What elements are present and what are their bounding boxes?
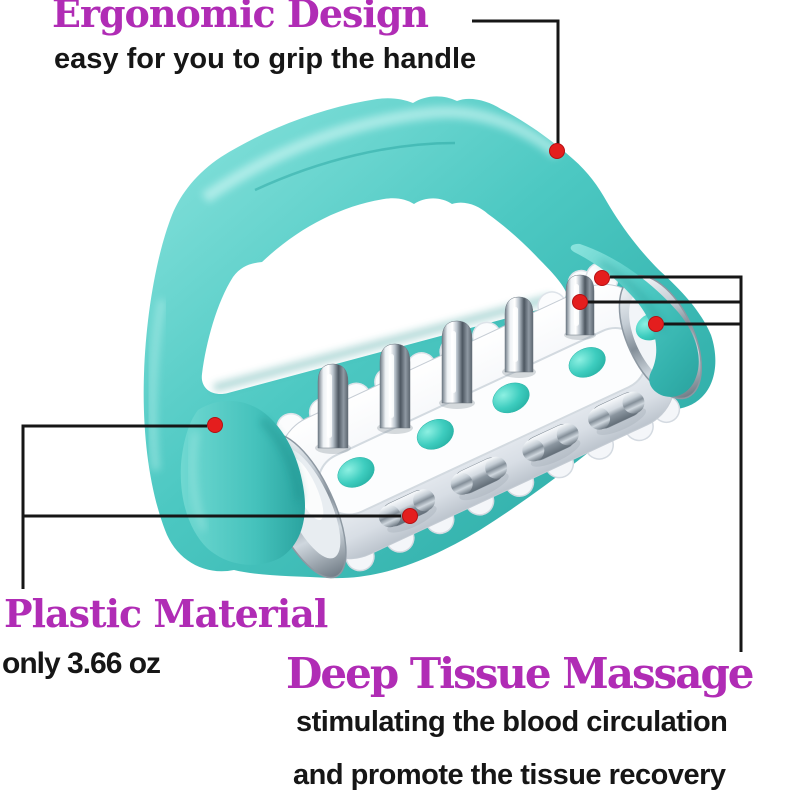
plastic-material-subtitle: only 3.66 oz	[2, 647, 161, 680]
chrome-pin	[377, 343, 413, 434]
plastic-material-title: Plastic Material	[4, 591, 328, 636]
ergonomic-design-title: Ergonomic Design	[52, 0, 429, 36]
callout-dots	[207, 143, 664, 524]
callout-dot-handle-top	[549, 143, 565, 159]
callout-dot-chrome-pin	[572, 294, 588, 310]
callout-dot-teal-end	[648, 316, 664, 332]
callout-lines	[21, 19, 743, 652]
roller-chrome-pins	[315, 274, 596, 454]
callout-dot-top-nub	[594, 270, 610, 286]
handle-grip-contour	[254, 141, 456, 192]
deep-tissue-massage-title: Deep Tissue Massage	[286, 649, 755, 698]
chrome-pin	[439, 320, 475, 409]
callout-dot-left-leg	[207, 417, 223, 433]
handle-top-highlight	[201, 106, 562, 203]
handle-left-highlight	[148, 299, 166, 471]
callout-line-deep-tissue	[588, 275, 743, 652]
handle-bar-shadow	[212, 294, 554, 392]
callout-dot-bottom-nub	[402, 508, 418, 524]
roller-teal-dots	[337, 347, 606, 488]
deep-tissue-massage-line1: stimulating the blood circulation	[296, 706, 728, 738]
chrome-pin	[315, 363, 351, 454]
handle-left-leg-tip	[180, 400, 305, 565]
callout-line-plastic	[21, 424, 401, 589]
ergonomic-design-subtitle: easy for you to grip the handle	[54, 43, 477, 75]
deep-tissue-massage-line2: and promote the tissue recovery	[293, 759, 726, 791]
callout-line-ergonomic	[472, 19, 560, 146]
chrome-pin	[502, 296, 536, 378]
